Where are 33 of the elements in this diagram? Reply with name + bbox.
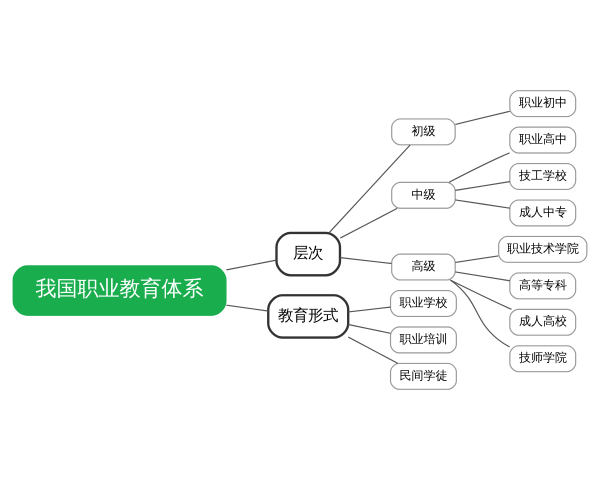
connector [348,336,398,364]
node-box: 技师学院 [509,345,576,372]
connector [348,324,391,334]
connector [455,271,510,282]
connector [448,152,510,183]
node-box: 层次 [275,232,342,276]
connector [340,208,398,239]
node-box: 职业学校 [390,290,457,317]
connector [328,144,411,234]
node-box: 初级 [391,118,456,146]
node-box: 职业高中 [509,126,576,154]
node-box: 高等专科 [509,272,576,300]
node-box: 高级 [391,254,456,281]
node-box: 中级 [391,182,456,209]
connector [226,260,276,270]
connector [455,181,510,191]
node-box: 民间学徒 [390,362,457,390]
node-box: 教育形式 [267,294,350,339]
node-box: 职业培训 [390,326,457,354]
connector [450,280,512,310]
node-box: 职业初中 [509,90,576,118]
connector [455,255,498,263]
node-box: 技工学校 [509,163,576,190]
connector [455,199,510,209]
node-box: 成人高校 [509,308,576,336]
connector [226,304,268,312]
node-box: 成人中专 [509,199,576,226]
connector [450,280,510,348]
connector [340,257,392,264]
connector [348,306,391,313]
node-box: 职业技术学院 [498,236,588,263]
connector [455,110,510,125]
node-box: 我国职业教育体系 [12,265,227,316]
